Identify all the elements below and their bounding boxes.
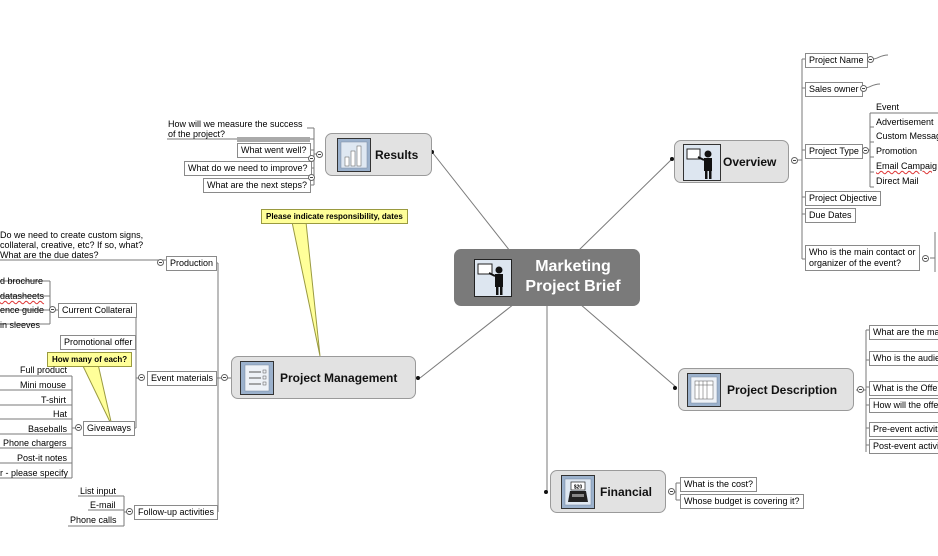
description-item[interactable]: What is the Offe — [869, 381, 938, 396]
collateral-item: datasheets — [0, 291, 44, 302]
overview-due-dates[interactable]: Due Dates — [805, 208, 856, 223]
callout-responsibility: Please indicate responsibility, dates — [261, 209, 408, 224]
description-item[interactable]: How will the offe — [869, 398, 938, 413]
topic-results[interactable]: Results — [325, 133, 432, 176]
results-item-collapse[interactable] — [308, 155, 315, 162]
description-item[interactable]: Post-event activi — [869, 439, 938, 454]
cash-register-price: $20 — [574, 485, 583, 491]
results-title: Results — [375, 148, 419, 162]
description-item[interactable]: What are the ma — [869, 325, 938, 340]
topic-overview[interactable]: Overview — [674, 140, 789, 183]
overview-project-objective[interactable]: Project Objective — [805, 191, 882, 206]
main-contact-collapse[interactable] — [922, 255, 929, 262]
project-type-collapse[interactable] — [862, 147, 869, 154]
overview-title: Overview — [723, 155, 777, 169]
financial-collapse[interactable] — [668, 488, 675, 495]
central-title-line2: Project Brief — [525, 278, 621, 295]
follow-up-item: E-mail — [90, 500, 116, 510]
overview-project-type[interactable]: Project Type — [805, 144, 863, 159]
collateral-item-text: datasheets — [0, 291, 45, 301]
collateral-item: in sleeves — [0, 320, 41, 330]
pm-giveaways[interactable]: Giveaways — [83, 421, 136, 436]
pm-production[interactable]: Production — [166, 256, 218, 271]
overview-main-contact[interactable]: Who is the main contact or organizer of … — [805, 245, 920, 271]
collateral-item: ence guide — [0, 305, 45, 315]
central-topic[interactable]: Marketing Project Brief — [454, 249, 640, 306]
giveaway-item: Full product — [20, 365, 68, 375]
giveaway-item: Phone chargers — [3, 438, 67, 448]
results-item-went-well: What went well? — [237, 143, 311, 158]
follow-up-item: List input — [80, 486, 117, 496]
project-name-collapse[interactable] — [867, 56, 874, 63]
document-icon — [687, 373, 721, 407]
project-type-direct-mail: Direct Mail — [876, 176, 919, 186]
presenter-icon — [683, 144, 721, 181]
callout-how-many: How many of each? — [47, 352, 133, 367]
overview-sales-owner[interactable]: Sales owner — [805, 82, 863, 97]
pm-promotional-offer[interactable]: Promotional offer — [60, 335, 137, 350]
giveaways-collapse[interactable] — [75, 424, 82, 431]
description-item[interactable]: Pre-event activit — [869, 422, 938, 437]
topic-project-management[interactable]: Project Management — [231, 356, 416, 399]
pm-event-materials[interactable]: Event materials — [147, 371, 218, 386]
presenter-icon — [474, 259, 512, 297]
overview-project-name[interactable]: Project Name — [805, 53, 868, 68]
connector-dot — [416, 376, 420, 380]
results-item-measure: How will we measure the success of the p… — [168, 119, 303, 139]
collateral-item: d brochure — [0, 276, 44, 286]
results-item-collapse[interactable] — [308, 174, 315, 181]
project-type-email: Email Campaig — [876, 161, 937, 172]
project-type-promotion: Promotion — [876, 146, 918, 156]
results-item-improve: What do we need to improve? — [184, 161, 312, 176]
follow-up-collapse[interactable] — [126, 508, 133, 515]
results-item-toolbar — [237, 137, 310, 142]
giveaway-item: Mini mouse — [20, 380, 67, 390]
topic-financial[interactable]: $20 Financial — [550, 470, 666, 513]
project-description-title: Project Description — [727, 383, 838, 397]
cash-register-icon: $20 — [561, 475, 595, 509]
giveaway-item: Post-it notes — [17, 453, 68, 463]
pm-current-collateral[interactable]: Current Collateral — [58, 303, 137, 318]
production-collapse[interactable] — [157, 259, 164, 266]
description-item[interactable]: Who is the audie — [869, 351, 938, 366]
project-type-advertisement: Advertisement — [876, 117, 934, 127]
results-collapse-button[interactable] — [316, 151, 323, 158]
project-description-collapse[interactable] — [857, 386, 864, 393]
follow-up-item: Phone calls — [70, 515, 117, 525]
checklist-icon — [240, 361, 274, 395]
giveaway-item: Baseballs — [28, 424, 68, 434]
connector-dot — [430, 150, 434, 154]
bar-chart-icon — [337, 138, 371, 172]
giveaway-item: r - please specify — [0, 468, 69, 478]
central-title-line1: Marketing — [535, 258, 611, 275]
production-note: Do we need to create custom signs, colla… — [0, 230, 144, 260]
pm-follow-up[interactable]: Follow-up activities — [134, 505, 219, 520]
financial-item[interactable]: What is the cost? — [680, 477, 758, 492]
project-management-collapse[interactable] — [221, 374, 228, 381]
financial-title: Financial — [600, 485, 653, 499]
connector-dot — [544, 490, 548, 494]
central-title: Marketing Project Brief — [510, 257, 636, 297]
project-type-event: Event — [876, 102, 900, 112]
connector-dot — [670, 157, 674, 161]
results-item-next-steps: What are the next steps? — [203, 178, 312, 193]
project-management-title: Project Management — [280, 371, 398, 385]
results-item-went-well-text: What went well? — [241, 145, 307, 155]
project-type-email-text: Email Campaig — [876, 161, 938, 171]
connector-dot — [673, 386, 677, 390]
project-type-custom-message: Custom Messag — [876, 131, 938, 141]
overview-collapse-button[interactable] — [791, 157, 798, 164]
sales-owner-collapse[interactable] — [860, 85, 867, 92]
topic-project-description[interactable]: Project Description — [678, 368, 854, 411]
current-collateral-collapse[interactable] — [49, 306, 56, 313]
giveaway-item: T-shirt — [41, 395, 67, 405]
event-materials-collapse[interactable] — [138, 374, 145, 381]
financial-item[interactable]: Whose budget is covering it? — [680, 494, 804, 509]
giveaway-item: Hat — [53, 409, 68, 419]
